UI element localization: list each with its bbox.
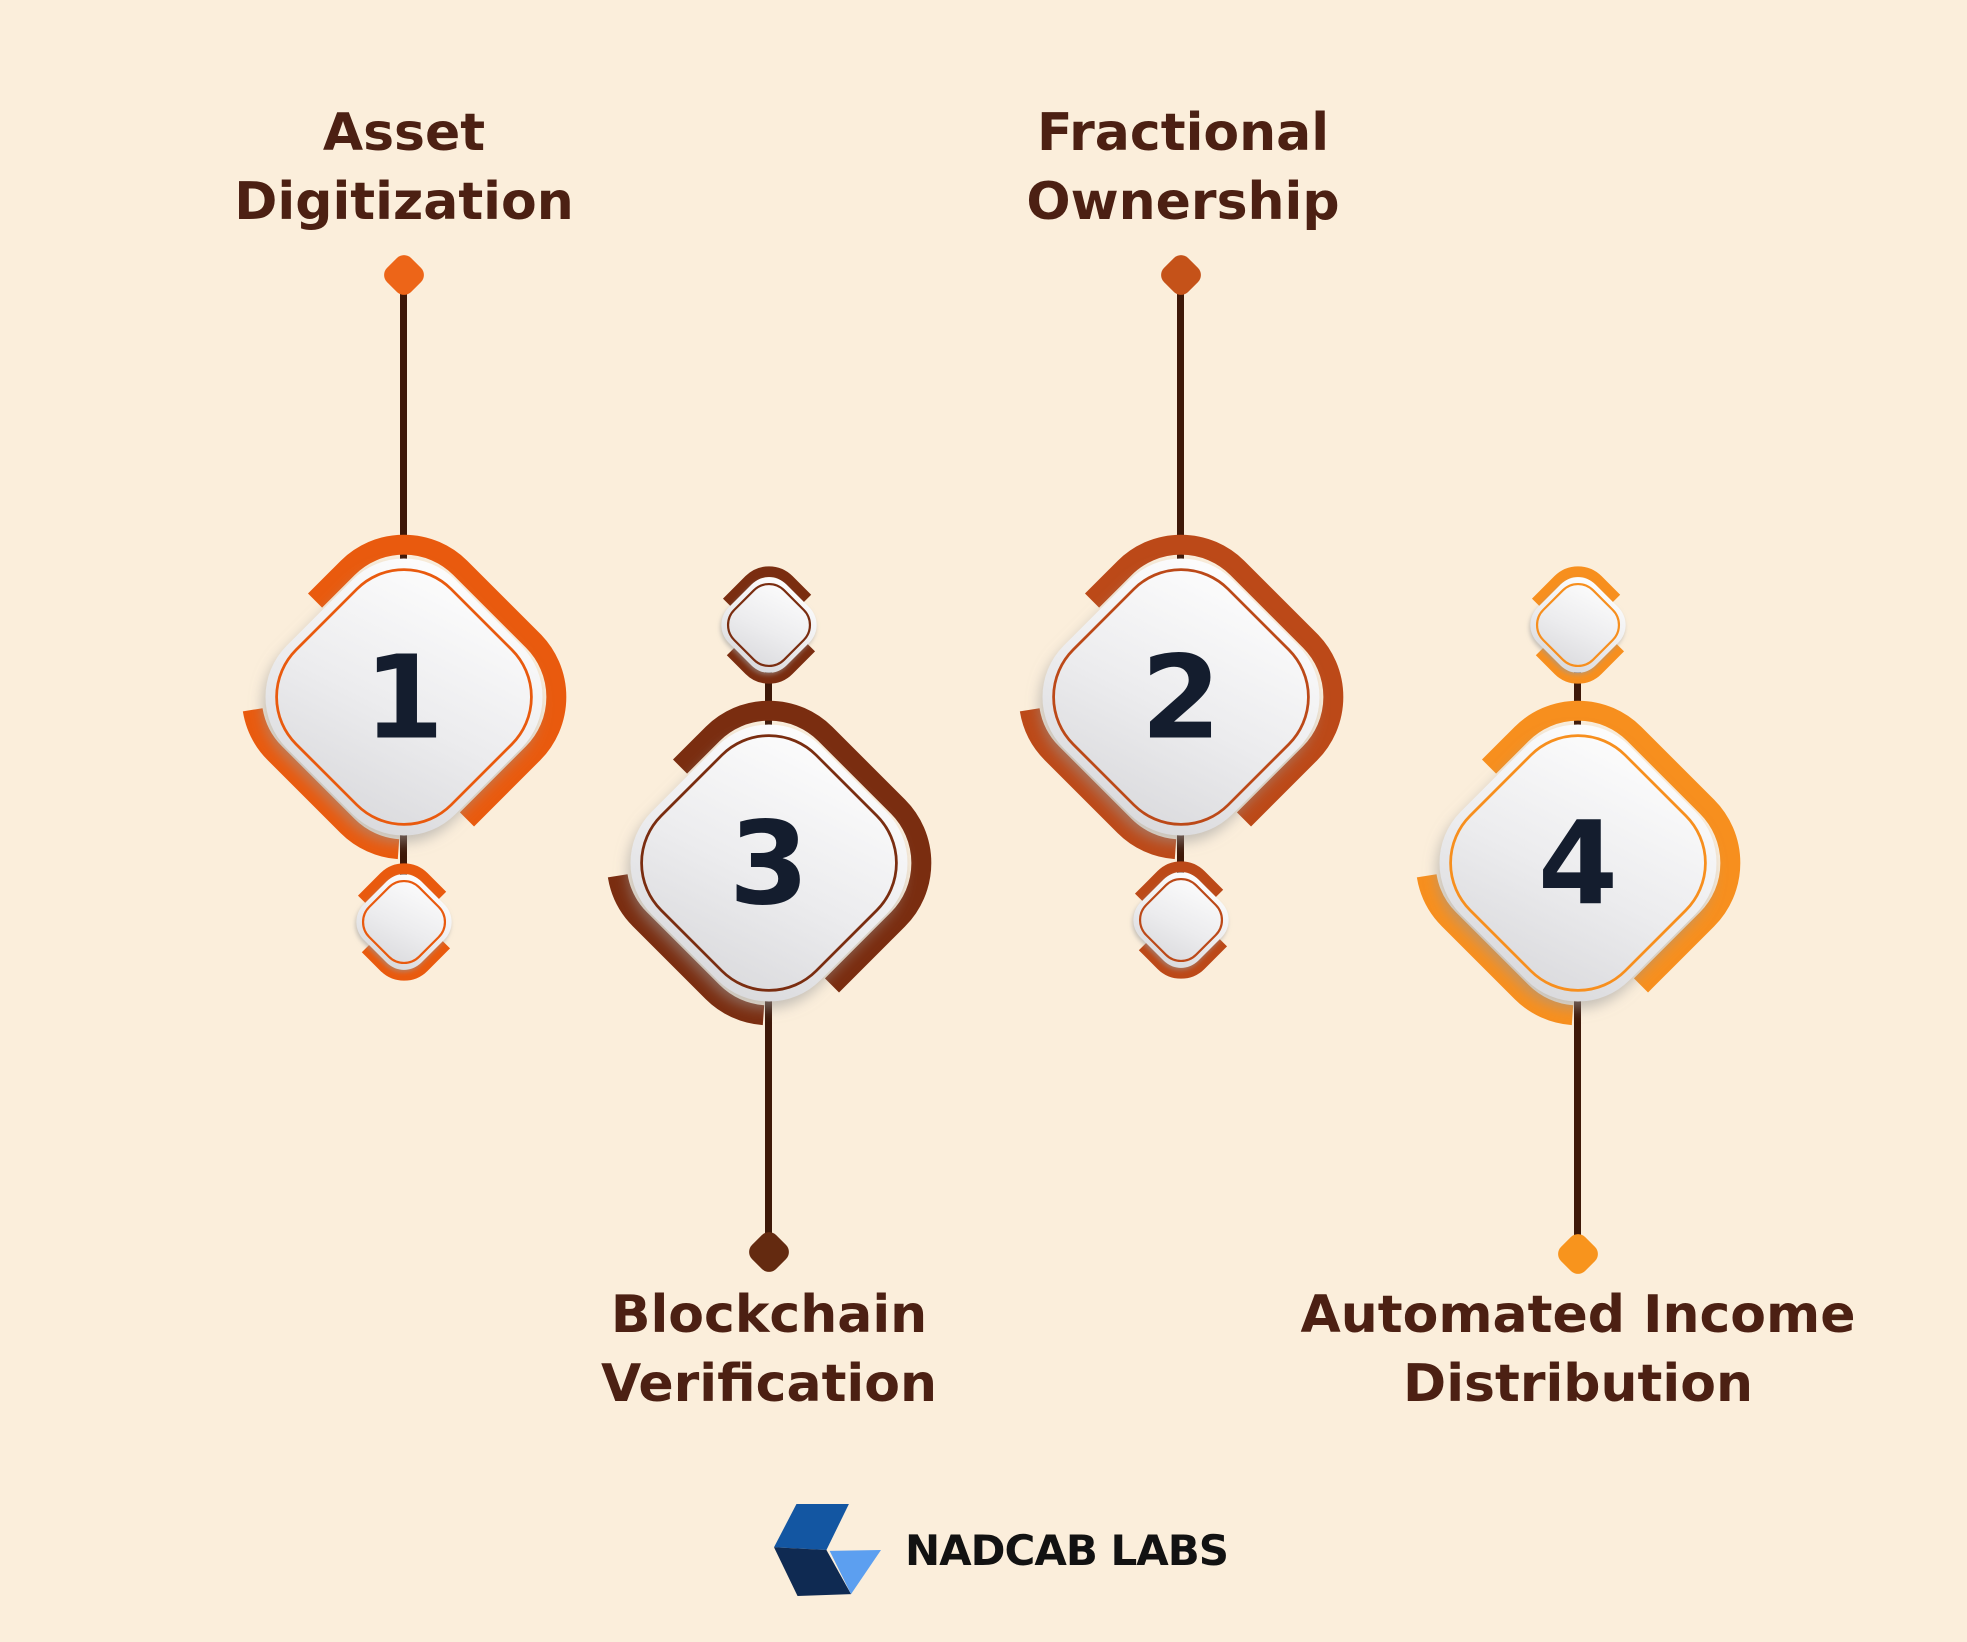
logo-text: NADCAB LABS (905, 1525, 1229, 1575)
step-3-small-body (721, 577, 817, 673)
step-3-label-line-2: Verification (600, 1354, 938, 1414)
logo-icon-right-face (829, 1550, 881, 1595)
step-2-shape: 2 (1018, 534, 1344, 860)
step-4-arc-ring (1415, 700, 1741, 1026)
step-2-small-diamond (1122, 861, 1240, 979)
step-1-body (265, 558, 543, 836)
step-4-small-ring (1519, 566, 1637, 684)
step-4-label-line-1: Automated Income (1300, 1285, 1856, 1345)
step-4-small-inner-outline (1536, 583, 1620, 667)
step-1-dot (379, 250, 429, 300)
step-2-body (1042, 558, 1320, 836)
step-1-number: 1 (364, 632, 444, 766)
step-4-inner-outline (1449, 734, 1707, 992)
step-2-small-ring (1122, 861, 1240, 979)
logo-icon-top-face (774, 1504, 849, 1550)
step-3-number: 3 (729, 798, 809, 932)
step-2-label: Fractional Ownership (863, 99, 1503, 237)
step-3-inner-outline (640, 734, 898, 992)
step-3-small-inner-outline (727, 583, 811, 667)
step-3-small-diamond (710, 566, 828, 684)
step-1-shape: 1 (241, 534, 567, 860)
step-1-small-inner-outline (362, 880, 446, 964)
step-1-label-line-2: Digitization (234, 172, 574, 232)
step-4-body (1439, 724, 1717, 1002)
step-3-shape: 3 (606, 700, 932, 1026)
step-2-small-inner-outline (1139, 878, 1223, 962)
step-3-label: Blockchain Verification (449, 1281, 1089, 1419)
step-1-arc-ring (241, 534, 567, 860)
step-3-label-line-1: Blockchain (610, 1285, 928, 1345)
step-1-small-ring (345, 863, 463, 981)
step-4-number: 4 (1538, 798, 1618, 932)
logo-icon-left-face (774, 1547, 852, 1596)
step-2-small-body (1133, 872, 1229, 968)
step-4-small-diamond (1519, 566, 1637, 684)
step-4-small-body (1530, 577, 1626, 673)
step-4-dot (1553, 1229, 1603, 1279)
step-3-body (630, 724, 908, 1002)
step-3-dot (744, 1227, 794, 1277)
step-2-dot (1156, 250, 1206, 300)
step-4-shape: 4 (1415, 700, 1741, 1026)
step-1-label-line-1: Asset (322, 103, 486, 163)
step-3-small-ring (710, 566, 828, 684)
nadcab-cube-arrow-icon (774, 1504, 881, 1596)
step-2-label-line-1: Fractional (1036, 103, 1330, 163)
step-4-label: Automated Income Distribution (1258, 1281, 1898, 1419)
logo: NADCAB LABS (774, 1500, 1229, 1600)
step-1-small-body (356, 874, 452, 970)
step-1-inner-outline (275, 568, 533, 826)
step-4-label-line-2: Distribution (1403, 1354, 1753, 1414)
step-2-number: 2 (1141, 632, 1221, 766)
step-3-arc-ring (606, 700, 932, 1026)
step-2-inner-outline (1052, 568, 1310, 826)
step-2-label-line-2: Ownership (1026, 172, 1340, 232)
step-1-small-diamond (345, 863, 463, 981)
step-2-arc-ring (1018, 534, 1344, 860)
step-1-label: Asset Digitization (84, 99, 724, 237)
